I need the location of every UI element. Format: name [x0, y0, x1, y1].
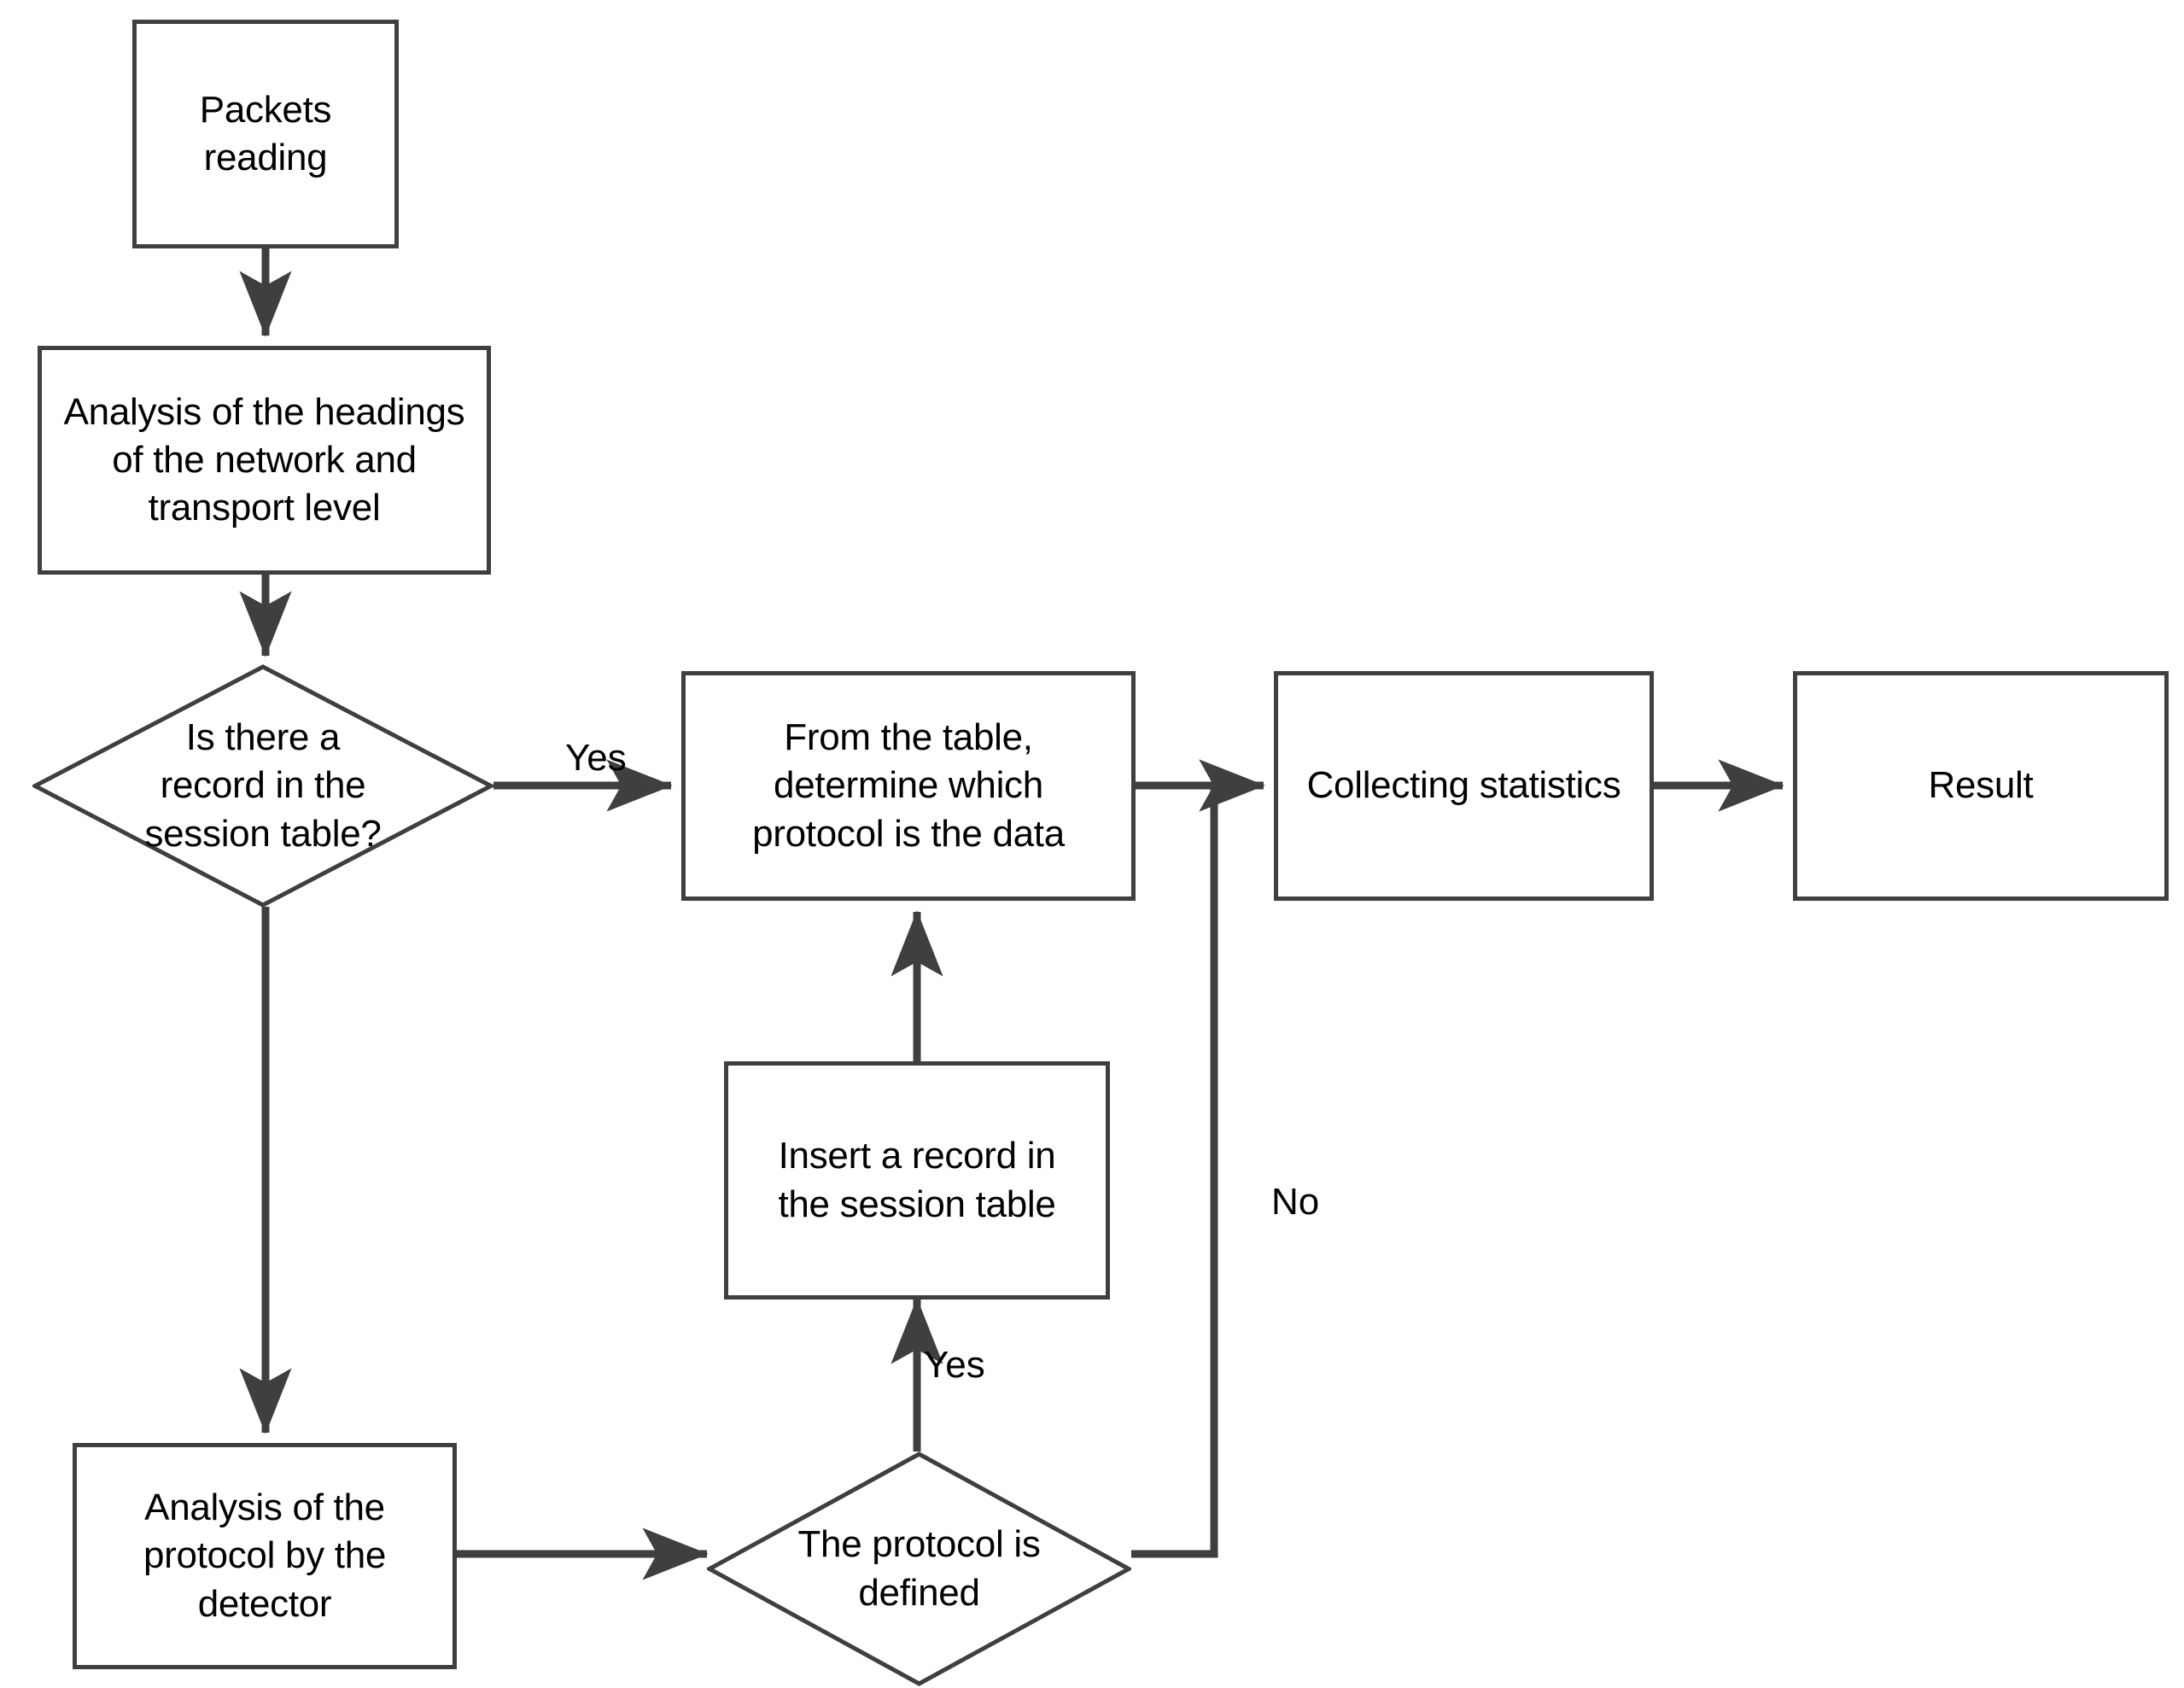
node-packets-reading[interactable]: Packets reading — [132, 20, 399, 248]
node-analysis-headings-label: Analysis of the headings of the network … — [63, 390, 465, 529]
node-record-in-session-table-label: Is there a record in the session table? — [144, 716, 382, 855]
node-collecting-statistics-label: Collecting statistics — [1306, 764, 1621, 807]
node-analysis-protocol-detector-label: Analysis of the protocol by the detector — [143, 1486, 387, 1625]
node-insert-record[interactable]: Insert a record in the session table — [724, 1061, 1110, 1300]
node-analysis-protocol-detector[interactable]: Analysis of the protocol by the detector — [73, 1443, 457, 1669]
node-insert-record-label: Insert a record in the session table — [778, 1135, 1056, 1225]
node-protocol-is-defined[interactable]: The protocol is defined — [707, 1451, 1131, 1686]
node-packets-reading-label: Packets reading — [199, 88, 332, 178]
edge-label-yes-session-table: Yes — [565, 737, 627, 779]
node-protocol-is-defined-label: The protocol is defined — [797, 1523, 1041, 1614]
node-analysis-headings[interactable]: Analysis of the headings of the network … — [38, 346, 491, 575]
node-determine-protocol-label: From the table, determine which protocol… — [752, 716, 1065, 855]
edge-label-no-protocol-defined: No — [1271, 1181, 1320, 1223]
node-result-label: Result — [1928, 764, 2034, 807]
edge-label-yes-protocol-defined: Yes — [924, 1344, 985, 1386]
node-result[interactable]: Result — [1793, 671, 2169, 901]
diamond-shape-protocol-is-defined — [707, 1451, 1131, 1686]
diamond-shape-record-in-session-table — [32, 664, 493, 908]
node-collecting-statistics[interactable]: Collecting statistics — [1274, 671, 1654, 901]
edge-defined-no-to-collecting — [1131, 759, 1265, 1558]
node-determine-protocol[interactable]: From the table, determine which protocol… — [681, 671, 1136, 901]
node-record-in-session-table[interactable]: Is there a record in the session table? — [32, 664, 493, 908]
